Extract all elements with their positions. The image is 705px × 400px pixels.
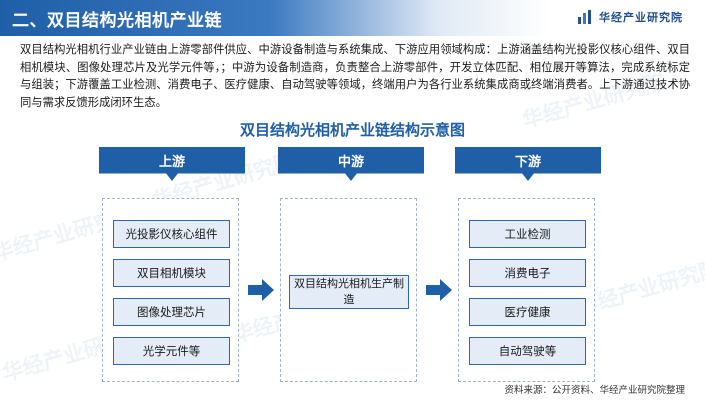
- header-bar: 二、双目结构光相机产业链 华经产业研究院: [0, 0, 705, 36]
- arrow-right-icon: [248, 279, 274, 301]
- intro-paragraph: 双目结构光相机行业产业链由上游零部件供应、中游设备制造与系统集成、下游应用领域构…: [20, 43, 690, 109]
- stage-header-midstream: 中游: [278, 147, 424, 181]
- bar-chart-logo-icon: [578, 10, 591, 24]
- upstream-item: 图像处理芯片: [113, 298, 230, 326]
- arrow-right-icon: [426, 279, 452, 301]
- downstream-item: 自动驾驶等: [469, 337, 586, 365]
- downstream-panel: 工业检测 消费电子 医疗健康 自动驾驶等: [458, 198, 595, 382]
- source-note: 资料来源：公开资料、华经产业研究院整理: [504, 385, 685, 396]
- downstream-item: 消费电子: [469, 259, 586, 287]
- brand: 华经产业研究院: [577, 9, 683, 25]
- upstream-panel: 光投影仪核心组件 双目相机模块 图像处理芯片 光学元件等: [102, 198, 239, 382]
- downstream-item: 医疗健康: [469, 298, 586, 326]
- brand-name: 华经产业研究院: [599, 11, 683, 24]
- stage-label-upstream: 上游: [158, 155, 185, 170]
- midstream-panel: 双目结构光相机生产制造: [280, 198, 417, 382]
- upstream-item: 双目相机模块: [113, 259, 230, 287]
- stage-header-downstream: 下游: [455, 147, 601, 181]
- midstream-item: 双目结构光相机生产制造: [289, 275, 409, 309]
- upstream-item: 光投影仪核心组件: [113, 220, 230, 248]
- stage-label-downstream: 下游: [514, 155, 541, 170]
- diagram-title: 双目结构光相机产业链结构示意图: [239, 121, 465, 139]
- page-title: 二、双目结构光相机产业链: [12, 11, 222, 31]
- downstream-item: 工业检测: [469, 220, 586, 248]
- stage-header-upstream: 上游: [99, 147, 245, 181]
- upstream-item: 光学元件等: [113, 337, 230, 365]
- stage-label-midstream: 中游: [337, 155, 364, 170]
